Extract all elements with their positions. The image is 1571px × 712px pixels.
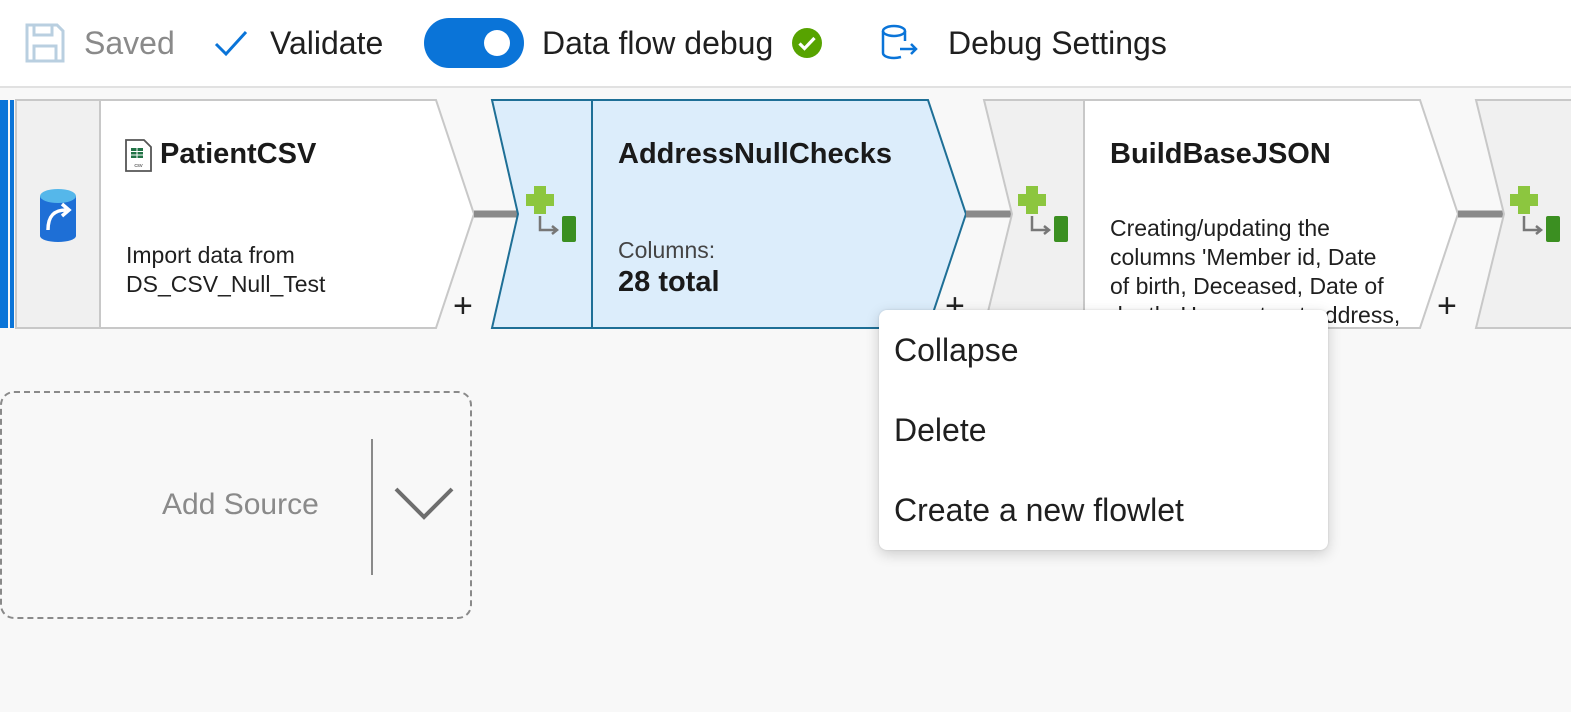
toggle-knob	[484, 30, 510, 56]
columns-count: 28 total	[618, 266, 720, 298]
toolbar: Saved Validate Data flow debug Debug Set…	[0, 0, 1571, 88]
chevron-down-icon[interactable]	[394, 485, 454, 525]
validate-label: Validate	[270, 24, 384, 61]
description-line: columns 'Member id, Date	[1110, 244, 1377, 270]
menu-item-delete[interactable]: Delete	[894, 412, 987, 448]
validate-button[interactable]: Validate	[214, 0, 383, 86]
divider	[371, 439, 373, 575]
add-transform-button[interactable]: +	[453, 287, 473, 325]
transform-node-addressnullchecks[interactable]	[490, 99, 968, 329]
derived-column-icon	[1018, 186, 1068, 242]
derived-column-icon	[526, 186, 576, 242]
flow-graph: csv	[0, 99, 1571, 329]
node-title: AddressNullChecks	[618, 138, 892, 170]
node-title: PatientCSV	[160, 138, 317, 170]
add-transform-button[interactable]: +	[1437, 287, 1457, 325]
debug-settings-label: Debug Settings	[948, 24, 1167, 61]
menu-item-collapse[interactable]: Collapse	[894, 332, 1019, 368]
add-source-box[interactable]: Add Source	[0, 391, 472, 619]
toggle-switch[interactable]	[424, 18, 524, 68]
debug-settings-button[interactable]: Debug Settings	[880, 0, 1167, 86]
save-icon	[25, 23, 65, 63]
node-title: BuildBaseJSON	[1110, 138, 1331, 170]
add-source-label: Add Source	[162, 488, 319, 521]
svg-text:csv: csv	[134, 163, 143, 169]
description-line: Import data from	[126, 242, 295, 268]
columns-label: Columns:	[618, 237, 716, 263]
debug-label: Data flow debug	[542, 24, 774, 61]
description-line: of birth, Deceased, Date of	[1110, 273, 1384, 299]
saved-label: Saved	[84, 24, 175, 61]
data-flow-debug-toggle[interactable]: Data flow debug	[424, 0, 823, 86]
context-menu: Collapse Delete Create a new flowlet	[879, 310, 1328, 550]
database-settings-icon	[881, 24, 918, 60]
description-line: DS_CSV_Null_Test	[126, 271, 326, 297]
saved-button[interactable]: Saved	[24, 0, 175, 86]
azure-blob-source-icon	[40, 189, 76, 242]
menu-item-create-flowlet[interactable]: Create a new flowlet	[894, 492, 1184, 528]
node-description: Import data from DS_CSV_Null_Test	[126, 241, 325, 299]
success-check-icon	[792, 28, 823, 58]
data-flow-canvas[interactable]: csv PatientCSV Import data from DS_CSV_N…	[0, 88, 1571, 712]
checkmark-icon	[214, 30, 248, 57]
description-line: Creating/updating the	[1110, 215, 1330, 241]
csv-file-icon: csv	[125, 139, 152, 172]
derived-column-icon	[1510, 186, 1560, 242]
